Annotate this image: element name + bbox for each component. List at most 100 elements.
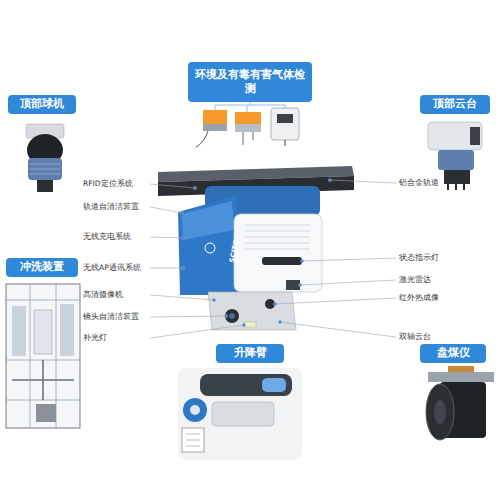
image-card xyxy=(178,368,302,460)
part-title: 顶部球机 xyxy=(8,95,76,114)
part-title: 冲洗装置 xyxy=(6,258,78,277)
leader-line xyxy=(300,280,396,285)
tank xyxy=(34,310,52,354)
callout-leaders xyxy=(150,179,396,339)
arm-link xyxy=(212,402,274,426)
inspection-robot xyxy=(158,166,354,330)
lidar xyxy=(286,280,300,290)
camera-body xyxy=(28,158,62,180)
arm-head xyxy=(182,428,204,452)
arm-head-lines xyxy=(186,434,200,446)
frame xyxy=(6,284,80,428)
arm-carriage xyxy=(262,378,286,392)
leader-dot xyxy=(274,303,277,306)
leader-line xyxy=(302,258,396,261)
ptz-pins xyxy=(448,184,464,190)
camera-base xyxy=(37,180,53,192)
callout-label: 无线AP通讯系统 xyxy=(83,264,141,272)
gas-sensors xyxy=(196,101,299,147)
panel xyxy=(12,306,26,356)
callout-label: 镜头自清洁装置 xyxy=(83,313,139,321)
ptz-window xyxy=(470,127,480,145)
part-title: 升降臂 xyxy=(216,344,284,363)
node-text: 盘煤仪 xyxy=(437,346,470,360)
meter-top xyxy=(448,366,474,372)
sensor-body xyxy=(203,110,227,124)
sensor-display xyxy=(277,114,293,123)
arm-rail xyxy=(200,374,292,396)
camera-lens xyxy=(229,313,235,319)
robot-body-side xyxy=(178,196,240,295)
vent xyxy=(245,225,310,249)
arm-joint xyxy=(190,405,200,415)
leader-line xyxy=(280,322,396,337)
sensor-cable xyxy=(243,132,253,145)
lifting-arm xyxy=(178,368,302,460)
callout-label: 铝合金轨道 xyxy=(399,179,439,187)
robot-front xyxy=(234,214,322,292)
leader-dot xyxy=(243,324,246,327)
part-title: 顶部云台 xyxy=(420,95,490,114)
frame-bars xyxy=(6,284,80,428)
leader-dot xyxy=(329,179,332,182)
node-text: 顶部云台 xyxy=(433,97,477,111)
leader-line xyxy=(150,237,183,238)
leader-line xyxy=(150,295,214,300)
callout-label: 状态指示灯 xyxy=(399,254,439,262)
leader-line xyxy=(150,316,226,317)
gas-detection-box: 环境及有毒有害气体检测 xyxy=(188,62,312,102)
meter-bracket xyxy=(428,372,494,382)
sensor-cable xyxy=(196,131,208,147)
dome-camera xyxy=(26,124,64,192)
node-text: 冲洗装置 xyxy=(20,260,64,274)
sensor-body xyxy=(235,112,261,124)
sensor-body xyxy=(203,124,227,131)
node-text: 顶部球机 xyxy=(20,97,64,111)
leader-dot xyxy=(225,315,228,318)
callout-label: 补光灯 xyxy=(83,334,107,342)
callout-label: 轨道自清洁装置 xyxy=(83,203,139,211)
part-title: 盘煤仪 xyxy=(420,344,486,363)
fill-light xyxy=(244,322,256,327)
leader-line xyxy=(150,268,183,269)
sensor-cable xyxy=(284,140,285,146)
sensor-body xyxy=(271,108,299,140)
pipe xyxy=(12,360,74,400)
node-text: 环境及有毒有害气体检测 xyxy=(193,68,307,97)
leader-line xyxy=(275,298,396,304)
callout-label: 红外热成像 xyxy=(399,294,439,302)
leader-dot xyxy=(299,284,302,287)
leader-line xyxy=(330,180,396,183)
leader-dot xyxy=(194,187,197,190)
leader-dot xyxy=(182,237,185,240)
callout-label: RFID定位系统 xyxy=(83,180,133,188)
meter-lens xyxy=(434,400,446,424)
status-light-bar xyxy=(262,257,302,265)
camera-unit xyxy=(208,292,296,330)
logo-mark xyxy=(205,243,215,253)
ptz-base xyxy=(444,170,470,184)
ptz-neck xyxy=(438,150,474,170)
leader-dot xyxy=(182,267,185,270)
pump xyxy=(36,404,56,422)
callout-label: 双轴云台 xyxy=(399,333,431,341)
coal-meter xyxy=(426,366,494,440)
leader-line xyxy=(150,325,244,338)
flushing-device xyxy=(6,284,80,428)
callout-label: 高清摄像机 xyxy=(83,291,123,299)
callout-label: 无线充电系统 xyxy=(83,233,131,241)
leader-line xyxy=(150,184,195,188)
robot-body-panel xyxy=(182,201,234,240)
leader-dot xyxy=(213,299,216,302)
panel xyxy=(60,304,74,356)
camera-stripes xyxy=(30,164,60,174)
sensor-body xyxy=(235,124,261,132)
leader-dot xyxy=(181,212,184,215)
arm-joint xyxy=(183,398,207,422)
callout-label: 激光雷达 xyxy=(399,276,431,284)
meter-face xyxy=(426,384,454,440)
leader-dot xyxy=(279,321,282,324)
camera-lens xyxy=(225,309,239,323)
node-text: 升降臂 xyxy=(234,346,267,360)
